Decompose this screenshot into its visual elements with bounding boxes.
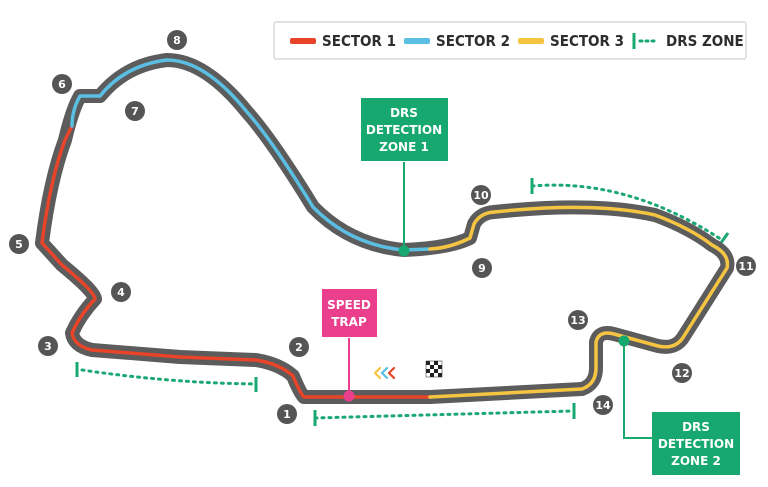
turn-marker-8: 8 (167, 30, 187, 50)
sector3-line (428, 205, 730, 399)
turn-marker-13: 13 (568, 310, 588, 330)
drs-detection-zone1-callout: DRS DETECTION ZONE 1 (361, 98, 448, 257)
legend-sector2-swatch (404, 38, 430, 44)
drs-detection-zone1-line3: ZONE 1 (379, 140, 429, 154)
turn-marker-14: 14 (593, 395, 613, 415)
svg-text:9: 9 (478, 262, 486, 275)
drs-detection-zone2-line1: DRS (682, 420, 710, 434)
drs-detection-zone2-box (652, 412, 740, 475)
legend-drs-swatch (632, 33, 660, 49)
legend-sector3-label: SECTOR 3 (550, 32, 624, 50)
drs-detection-zone1-dot (398, 245, 410, 257)
svg-text:5: 5 (15, 238, 23, 251)
legend-sector1-swatch (290, 38, 316, 44)
turn-marker-11: 11 (736, 256, 756, 276)
svg-text:12: 12 (674, 367, 689, 380)
legend: SECTOR 1 SECTOR 2 SECTOR 3 DRS ZONE (273, 21, 747, 60)
turn-marker-9: 9 (472, 258, 492, 278)
svg-text:6: 6 (58, 78, 66, 91)
legend-sector1-label: SECTOR 1 (322, 32, 396, 50)
track (35, 53, 735, 404)
turn-marker-1: 1 (277, 404, 297, 424)
drs-detection-zone1-line1: DRS (390, 106, 418, 120)
speed-trap-box (322, 289, 377, 337)
direction-chevrons (373, 366, 396, 380)
svg-text:4: 4 (117, 286, 125, 299)
turn-marker-7: 7 (125, 101, 145, 121)
turn-marker-12: 12 (672, 363, 692, 383)
drs-zone-main-straight (313, 409, 575, 420)
speed-trap-line2: TRAP (331, 315, 367, 329)
svg-text:10: 10 (473, 189, 489, 202)
drs-zones (75, 178, 730, 426)
svg-text:13: 13 (570, 314, 585, 327)
legend-box (273, 21, 747, 60)
svg-text:11: 11 (738, 260, 753, 273)
svg-text:7: 7 (131, 105, 139, 118)
sector2-line (70, 58, 432, 252)
turn-marker-5: 5 (9, 234, 29, 254)
svg-text:14: 14 (595, 399, 611, 412)
turn-marker-10: 10 (471, 185, 491, 205)
speed-trap-dot (343, 390, 355, 402)
drs-detection-zone2-line3: ZONE 2 (671, 454, 721, 468)
drs-detection-zone1-box (361, 98, 448, 161)
drs-detection-zone1-line2: DETECTION (366, 123, 442, 137)
legend-sector3-swatch (518, 38, 544, 44)
legend-sector2-label: SECTOR 2 (436, 32, 510, 50)
legend-drs-label: DRS ZONE (666, 32, 744, 50)
speed-trap-line1: SPEED (327, 298, 371, 312)
turn-markers: 1 2 3 4 5 6 7 8 9 10 11 12 13 14 (9, 30, 756, 424)
svg-text:1: 1 (283, 408, 291, 421)
chequered-flag-icon (425, 360, 443, 378)
drs-zone-turn3-straight (80, 368, 258, 386)
speed-trap-callout: SPEED TRAP (322, 289, 377, 402)
drs-detection-zone2-line2: DETECTION (658, 437, 734, 451)
drs-detection-zone2-callout: DRS DETECTION ZONE 2 (618, 335, 740, 475)
sector1-line (40, 124, 432, 399)
turn-marker-4: 4 (111, 282, 131, 302)
svg-text:8: 8 (173, 34, 181, 47)
svg-text:2: 2 (295, 341, 303, 354)
turn-marker-2: 2 (289, 337, 309, 357)
drs-zone-back-straight (530, 183, 724, 242)
svg-text:3: 3 (44, 340, 52, 353)
drs-detection-zone2-dot (618, 335, 630, 347)
turn-marker-3: 3 (38, 336, 58, 356)
turn-marker-6: 6 (52, 74, 72, 94)
